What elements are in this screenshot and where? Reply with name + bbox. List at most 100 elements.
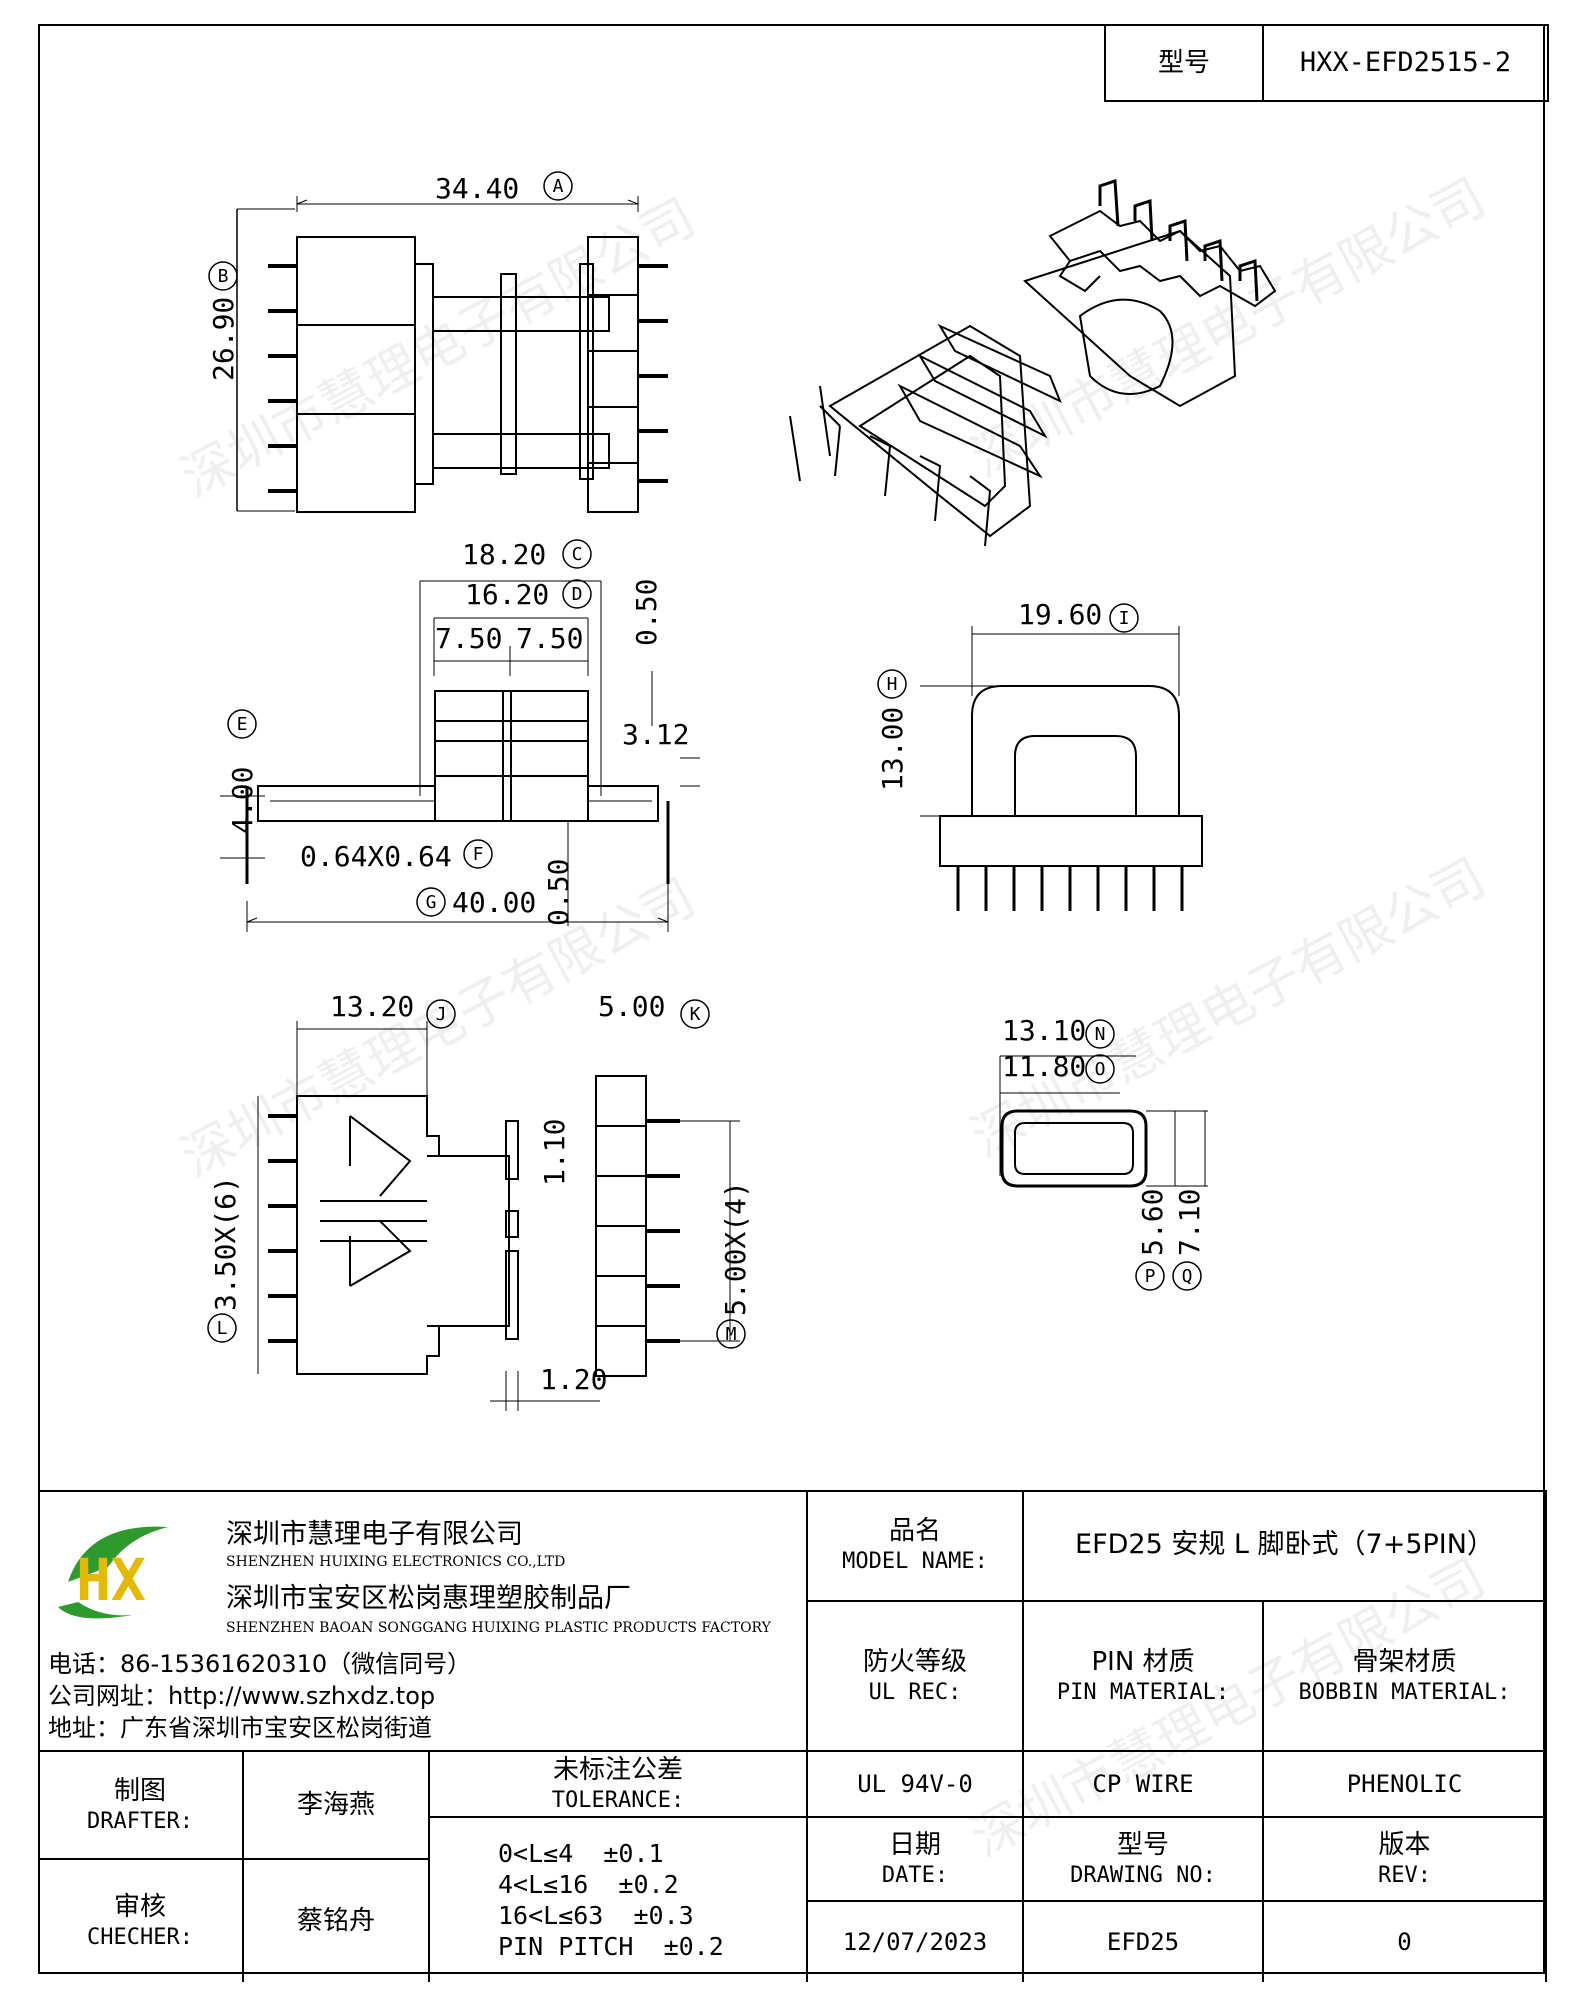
tolerance-cn: 未标注公差: [552, 1755, 683, 1785]
marker-j: J: [436, 1004, 447, 1025]
factory-name-cn: 深圳市宝安区松岗惠理塑胶制品厂: [226, 1583, 631, 1614]
marker-g: G: [426, 892, 437, 913]
technical-drawing: A B C D E F G H I J K L M N O P Q 34.40 …: [207, 171, 1277, 1411]
marker-o: O: [1095, 1059, 1106, 1080]
drawing-sheet: 型号 HXX-EFD2515-2 深圳市慧理电子有限公司 深圳市慧理电子有限公司…: [38, 24, 1549, 1982]
marker-m: M: [726, 1324, 737, 1345]
dim-g: 40.00: [452, 886, 536, 919]
dim-050b: 0.50: [542, 859, 575, 926]
marker-l: L: [217, 1318, 228, 1339]
pin-material-value: CP WIRE: [1092, 1770, 1194, 1798]
tolerance-line: 4<L≤16 ±0.2: [498, 1869, 679, 1899]
model-name-value-cell: EFD25 安规 L 脚卧式（7+5PIN）: [1022, 1490, 1547, 1602]
drawing-no-value: EFD25: [1106, 1928, 1180, 1956]
tolerance-values-cell: 0<L≤4 ±0.1 4<L≤16 ±0.2 16<L≤63 ±0.3 PIN …: [428, 1816, 808, 1982]
pin-material-label-cell: PIN 材质 PIN MATERIAL:: [1022, 1600, 1264, 1752]
marker-c: C: [572, 544, 583, 565]
date-value-cell: 12/07/2023: [806, 1900, 1024, 1982]
drafter-en: DRAFTER:: [87, 1808, 193, 1834]
rev-value: 0: [1397, 1928, 1412, 1956]
logo-letters: HX: [76, 1546, 146, 1614]
bottom-view: [257, 1021, 740, 1411]
dim-750a: 7.50: [435, 622, 502, 655]
tolerance-line: 0<L≤4 ±0.1: [498, 1838, 664, 1868]
date-label-cell: 日期 DATE:: [806, 1816, 1024, 1902]
dim-d: 16.20: [465, 578, 549, 611]
marker-k: K: [690, 1004, 701, 1025]
model-name-label-cell: 品名 MODEL NAME:: [806, 1490, 1024, 1602]
marker-q: Q: [1182, 1266, 1193, 1287]
dim-n: 13.10: [1002, 1014, 1086, 1047]
rev-label-cell: 版本 REV:: [1262, 1816, 1547, 1902]
header-model-value-cell: HXX-EFD2515-2: [1262, 24, 1549, 102]
top-view: [236, 196, 668, 513]
isometric-view: [789, 178, 1277, 547]
dim-120: 1.20: [540, 1363, 607, 1396]
model-name-en: MODEL NAME:: [842, 1548, 988, 1574]
date-cn: 日期: [888, 1830, 941, 1860]
company-website: 公司网址：http://www.szhxdz.top: [48, 1682, 436, 1710]
marker-d: D: [572, 584, 583, 605]
marker-a: A: [553, 176, 564, 197]
marker-b: B: [218, 266, 229, 287]
pin-material-en: PIN MATERIAL:: [1056, 1679, 1230, 1705]
pin-material-value-cell: CP WIRE: [1022, 1750, 1264, 1818]
cross-section-view: [999, 1055, 1208, 1188]
checker-en: CHECHER:: [87, 1924, 193, 1950]
dimension-markers: [207, 171, 1202, 1349]
marker-e: E: [237, 714, 248, 735]
marker-p: P: [1145, 1266, 1156, 1287]
dim-e: 4.00: [226, 767, 259, 834]
drawing-no-value-cell: EFD25: [1022, 1900, 1264, 1982]
dim-i: 19.60: [1018, 598, 1102, 631]
dim-c: 18.20: [462, 538, 546, 571]
tolerance-en: TOLERANCE:: [551, 1787, 685, 1813]
pin-material-cn: PIN 材质: [1091, 1647, 1195, 1677]
factory-name-en: SHENZHEN BAOAN SONGGANG HUIXING PLASTIC …: [226, 1620, 771, 1636]
checker-value: 蔡铭舟: [296, 1905, 375, 1936]
dim-q: 7.10: [1173, 1189, 1206, 1256]
dim-h: 13.00: [876, 707, 909, 791]
model-name-value: EFD25 安规 L 脚卧式（7+5PIN）: [1075, 1529, 1494, 1561]
dim-a: 34.40: [435, 172, 519, 205]
checker-cn: 审核: [113, 1892, 166, 1922]
ul-rec-en: UL REC:: [868, 1679, 962, 1705]
bobbin-material-value: PHENOLIC: [1346, 1770, 1463, 1798]
header-model-label: 型号: [1157, 47, 1210, 78]
dim-l: 3.50X(6): [209, 1176, 242, 1311]
marker-n: N: [1095, 1024, 1106, 1045]
header-model-value: HXX-EFD2515-2: [1299, 47, 1512, 79]
dimension-lines: [246, 199, 669, 923]
dim-j: 13.20: [330, 990, 414, 1023]
tolerance-label-cell: 未标注公差 TOLERANCE:: [428, 1750, 808, 1818]
bobbin-material-label-cell: 骨架材质 BOBBIN MATERIAL:: [1262, 1600, 1547, 1752]
dim-312: 3.12: [622, 718, 689, 751]
rev-cn: 版本: [1378, 1830, 1431, 1860]
company-address: 地址：广东省深圳市宝安区松岗街道: [48, 1714, 432, 1742]
drafter-value: 李海燕: [296, 1789, 375, 1820]
dim-k: 5.00: [598, 990, 665, 1023]
drafter-value-cell: 李海燕: [242, 1750, 430, 1860]
dim-110: 1.10: [538, 1119, 571, 1186]
dim-050a: 0.50: [630, 579, 663, 646]
drawing-no-label-cell: 型号 DRAWING NO:: [1022, 1816, 1264, 1902]
bobbin-material-value-cell: PHENOLIC: [1262, 1750, 1547, 1818]
bobbin-material-en: BOBBIN MATERIAL:: [1298, 1679, 1511, 1705]
dim-f: 0.64X0.64: [300, 840, 452, 873]
drafter-cn: 制图: [113, 1776, 166, 1806]
company-logo: HX: [58, 1526, 168, 1619]
checker-label-cell: 审核 CHECHER:: [38, 1858, 244, 1982]
dim-m: 5.00X(4): [719, 1181, 752, 1316]
front-view: [220, 580, 700, 932]
ul-rec-label-cell: 防火等级 UL REC:: [806, 1600, 1024, 1752]
model-name-cn: 品名: [888, 1516, 941, 1546]
company-name-cn: 深圳市慧理电子有限公司: [226, 1519, 523, 1550]
header-model-label-cell: 型号: [1104, 24, 1264, 102]
title-block: HX 深圳市慧理电子有限公司 SHENZHEN HUIXING ELECTRON…: [38, 1490, 1547, 1982]
drawing-no-en: DRAWING NO:: [1070, 1862, 1216, 1888]
date-value: 12/07/2023: [842, 1928, 988, 1956]
date-en: DATE:: [881, 1862, 949, 1888]
dim-b: 26.90: [207, 297, 240, 381]
company-name-en: SHENZHEN HUIXING ELECTRONICS CO.,LTD: [226, 1554, 566, 1570]
marker-h: H: [887, 674, 898, 695]
